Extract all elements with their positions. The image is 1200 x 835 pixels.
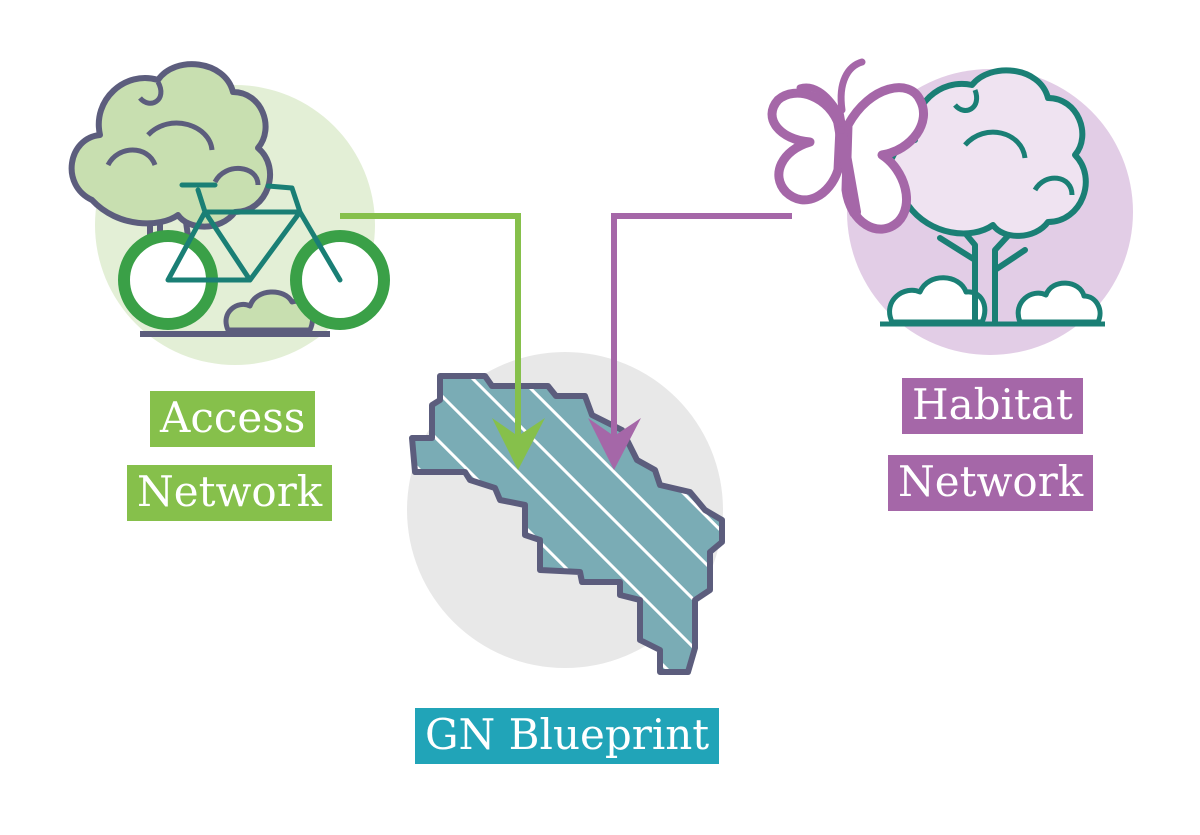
habitat-network-label-line2: Network bbox=[888, 455, 1094, 511]
habitat-network-label-line1: Habitat bbox=[902, 378, 1083, 434]
cloud-icon bbox=[880, 275, 1105, 327]
habitat-connector-arrow bbox=[588, 213, 792, 470]
bicycle-icon bbox=[118, 182, 390, 330]
access-network-icon bbox=[68, 61, 390, 337]
access-network-label-line2: Network bbox=[127, 465, 333, 521]
habitat-network-icon bbox=[767, 58, 1105, 327]
butterfly-icon bbox=[767, 58, 929, 234]
access-connector-arrow bbox=[340, 213, 545, 470]
access-network-label-line1: Access bbox=[150, 391, 316, 447]
tree-icon bbox=[68, 61, 274, 255]
gn-blueprint-label: GN Blueprint bbox=[415, 708, 720, 764]
